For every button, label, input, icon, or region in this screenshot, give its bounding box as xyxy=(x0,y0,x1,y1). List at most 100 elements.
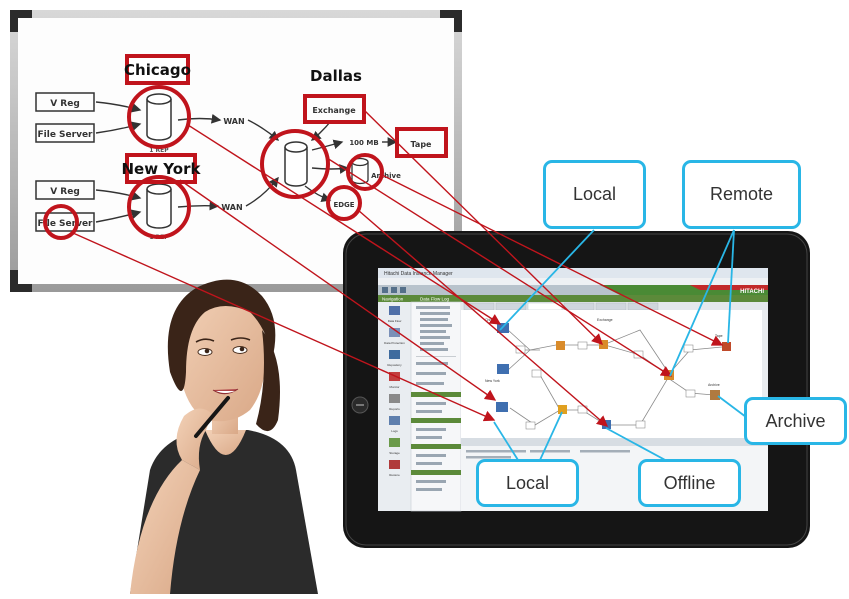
app-title: Hitachi Data Instance Manager xyxy=(384,271,453,277)
exchange-highlight-box xyxy=(303,94,366,124)
nav-item-label: Monitor xyxy=(389,385,399,389)
nav-icon[interactable] xyxy=(389,416,400,425)
chicago-storage-highlight xyxy=(127,85,191,149)
vreg-box xyxy=(35,180,95,200)
dallas-label: Dallas xyxy=(310,67,362,85)
callout-local-top: Local xyxy=(543,160,646,229)
nav-icon[interactable] xyxy=(389,438,400,447)
newyork-storage-highlight xyxy=(127,175,191,239)
flow-node-icon[interactable] xyxy=(710,390,720,400)
hair xyxy=(167,279,276,391)
file-server-box xyxy=(35,212,95,232)
nav-header: Navigation xyxy=(382,297,404,302)
brand-logo: HITACHI xyxy=(740,289,764,295)
tab[interactable] xyxy=(563,302,595,311)
nav-item-label: Repository xyxy=(387,363,402,367)
nav-icon[interactable] xyxy=(389,394,400,403)
bottom-tab-strip xyxy=(461,438,768,446)
nav-item-label: Storage xyxy=(389,451,400,455)
newyork-label: New York xyxy=(122,160,202,178)
arrow-dallas xyxy=(326,157,673,377)
edge-highlight xyxy=(326,185,362,221)
vreg-box xyxy=(35,92,95,112)
person-illustration xyxy=(130,279,318,594)
frame-corner xyxy=(10,10,32,32)
file-server-label: File Server xyxy=(38,219,94,229)
flow-node-label: Archive xyxy=(708,383,720,387)
callout-pointers xyxy=(493,229,751,469)
dallas-storage-icon xyxy=(284,141,308,187)
header-bar xyxy=(378,295,768,302)
chicago-wan-label: WAN xyxy=(223,117,244,126)
callout-remote: Remote xyxy=(682,160,801,229)
pen xyxy=(194,396,230,438)
chicago-highlight-box xyxy=(125,54,190,85)
callout-archive: Archive xyxy=(744,397,847,445)
nav-item-label: Data Flow xyxy=(388,319,402,323)
file-server-box xyxy=(35,123,95,143)
toolbar xyxy=(378,285,768,295)
scrollbar[interactable] xyxy=(762,310,768,438)
nav-item-label: Logs xyxy=(391,429,398,433)
newyork-wan-label: WAN xyxy=(221,203,242,212)
neckline xyxy=(205,430,246,455)
flow-node-icon[interactable] xyxy=(496,402,508,412)
nav-icon[interactable] xyxy=(389,328,400,337)
link-100mb-label: 100 MB xyxy=(349,139,378,147)
tab[interactable] xyxy=(595,302,627,311)
flow-node-icon[interactable] xyxy=(722,342,731,351)
callout-label: Archive xyxy=(765,410,826,431)
nav-item-label: Reports xyxy=(389,407,400,411)
nav-icons: Data Flow Data Protection Repository Mon… xyxy=(384,306,405,477)
tree-rows xyxy=(411,306,461,491)
title-bar xyxy=(378,268,768,278)
edge-label: EDGE xyxy=(333,201,354,209)
callout-label: Local xyxy=(505,472,550,493)
archive-storage-icon xyxy=(351,157,369,185)
flow-node-icon[interactable] xyxy=(497,364,509,374)
hand xyxy=(176,408,212,470)
flow-node-label: Tape xyxy=(715,334,723,338)
flow-canvas xyxy=(461,310,768,438)
chicago-storage-icon xyxy=(146,93,172,141)
archive-label: Archive xyxy=(371,172,401,180)
flow-node-label: New York xyxy=(485,379,500,383)
file-server-highlight xyxy=(43,204,79,240)
callout-local-bottom: Local xyxy=(476,459,579,507)
middle-panel xyxy=(410,301,462,512)
nav-item-label: Data Protection xyxy=(384,341,405,345)
face xyxy=(175,289,266,422)
arrow-edge xyxy=(357,209,609,427)
chicago-label: Chicago xyxy=(124,61,191,79)
flow-node-icon[interactable] xyxy=(556,341,565,350)
nav-icon[interactable] xyxy=(389,350,400,359)
callout-label: Remote xyxy=(709,184,774,204)
callout-label: Offline xyxy=(663,472,716,493)
vreg-label: V Reg xyxy=(50,187,80,197)
nav-icon[interactable] xyxy=(389,306,400,315)
tab[interactable] xyxy=(627,302,659,311)
callout-offline: Offline xyxy=(638,459,741,507)
nav-item-label: Restore xyxy=(389,473,400,477)
newyork-storage-icon xyxy=(146,183,172,229)
exchange-label: Exchange xyxy=(312,106,356,115)
file-server-label: File Server xyxy=(38,130,94,140)
flow-node-icon[interactable] xyxy=(599,340,608,349)
callout-label: Local xyxy=(572,184,617,204)
nav-icon[interactable] xyxy=(389,460,400,469)
arrow-exchange xyxy=(363,109,603,345)
arrow-chicago xyxy=(187,124,502,325)
flow-node-label: Exchange xyxy=(597,318,613,322)
arrow-newyork xyxy=(179,179,497,401)
vreg-label: V Reg xyxy=(50,99,80,109)
mapping-arrows xyxy=(72,109,724,427)
chicago-store-label: 1 REP xyxy=(149,147,169,154)
arrow-file-server xyxy=(72,232,496,422)
panel-header: Data Flow Log xyxy=(420,297,450,302)
frame-corner xyxy=(440,10,462,32)
arm xyxy=(130,460,200,594)
tape-label: Tape xyxy=(411,140,433,149)
arrow-archive xyxy=(381,174,724,346)
flow-node-icon[interactable] xyxy=(558,405,567,414)
